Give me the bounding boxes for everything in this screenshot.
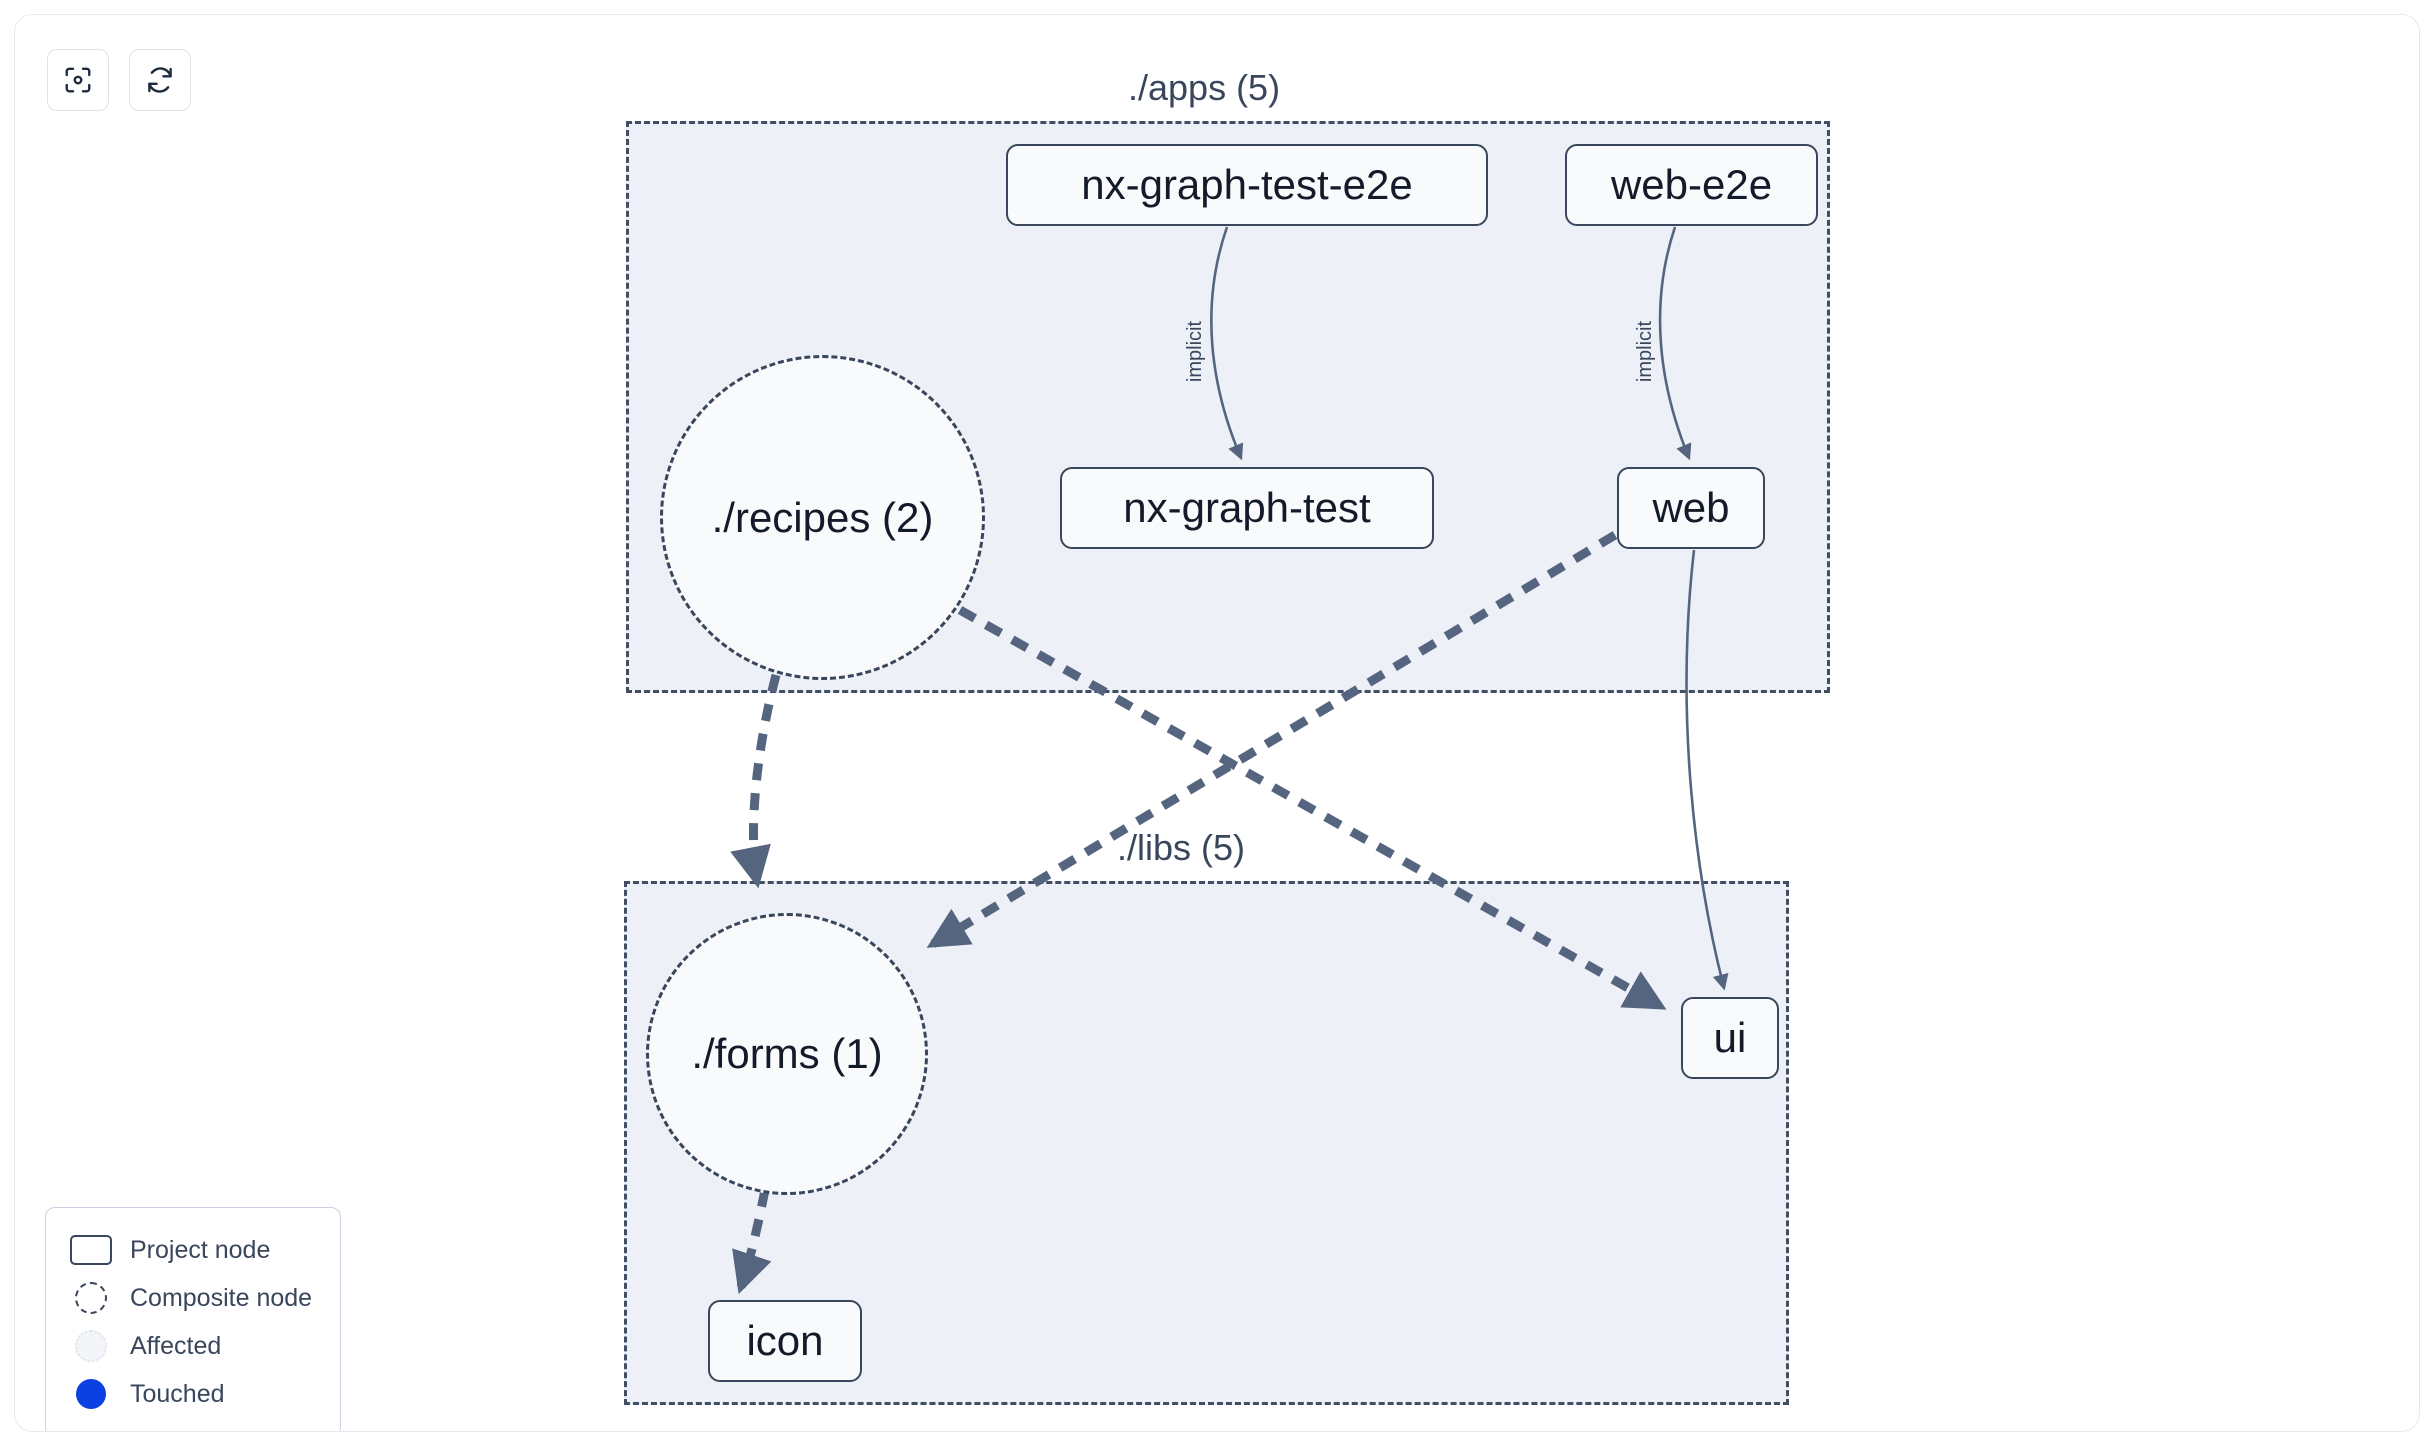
edge-label-implicit-nx-graph-test: implicit bbox=[1184, 320, 1207, 383]
graph-legend: Project node Composite node Affected Tou… bbox=[45, 1207, 341, 1431]
legend-item-composite-node: Composite node bbox=[68, 1274, 318, 1322]
graph-node-web[interactable]: web bbox=[1617, 467, 1765, 549]
edge-recipes-to-forms bbox=[730, 673, 781, 889]
legend-item-affected: Affected bbox=[68, 1322, 318, 1370]
graph-node-forms[interactable]: ./forms (1) bbox=[646, 913, 928, 1195]
touched-swatch bbox=[68, 1377, 114, 1411]
group-label-libs: ./libs (5) bbox=[1107, 830, 1256, 866]
legend-label-touched: Touched bbox=[130, 1379, 225, 1408]
group-label-apps: ./apps (5) bbox=[1118, 70, 1291, 106]
legend-label-composite-node: Composite node bbox=[130, 1283, 313, 1312]
graph-node-recipes[interactable]: ./recipes (2) bbox=[660, 355, 985, 680]
focus-target-icon bbox=[63, 65, 93, 95]
graph-node-web-e2e[interactable]: web-e2e bbox=[1565, 144, 1818, 226]
legend-item-project-node: Project node bbox=[68, 1226, 318, 1274]
graph-app-frame: ./apps (5) ./libs (5) bbox=[14, 14, 2420, 1432]
edge-label-implicit-web: implicit bbox=[1634, 320, 1657, 383]
composite-node-swatch bbox=[68, 1281, 114, 1315]
graph-toolbar bbox=[47, 49, 191, 111]
legend-label-project-node: Project node bbox=[130, 1235, 271, 1264]
project-node-swatch bbox=[68, 1233, 114, 1267]
graph-node-ui[interactable]: ui bbox=[1681, 997, 1779, 1079]
graph-node-icon[interactable]: icon bbox=[708, 1300, 862, 1382]
legend-item-touched: Touched bbox=[68, 1370, 318, 1418]
refresh-graph-button[interactable] bbox=[129, 49, 191, 111]
graph-node-nx-graph-test[interactable]: nx-graph-test bbox=[1060, 467, 1434, 549]
focus-graph-button[interactable] bbox=[47, 49, 109, 111]
graph-node-nx-graph-test-e2e[interactable]: nx-graph-test-e2e bbox=[1006, 144, 1488, 226]
affected-swatch bbox=[68, 1329, 114, 1363]
refresh-icon bbox=[145, 65, 175, 95]
dependency-graph-canvas[interactable]: ./apps (5) ./libs (5) bbox=[15, 15, 2419, 1431]
legend-label-affected: Affected bbox=[130, 1331, 222, 1360]
